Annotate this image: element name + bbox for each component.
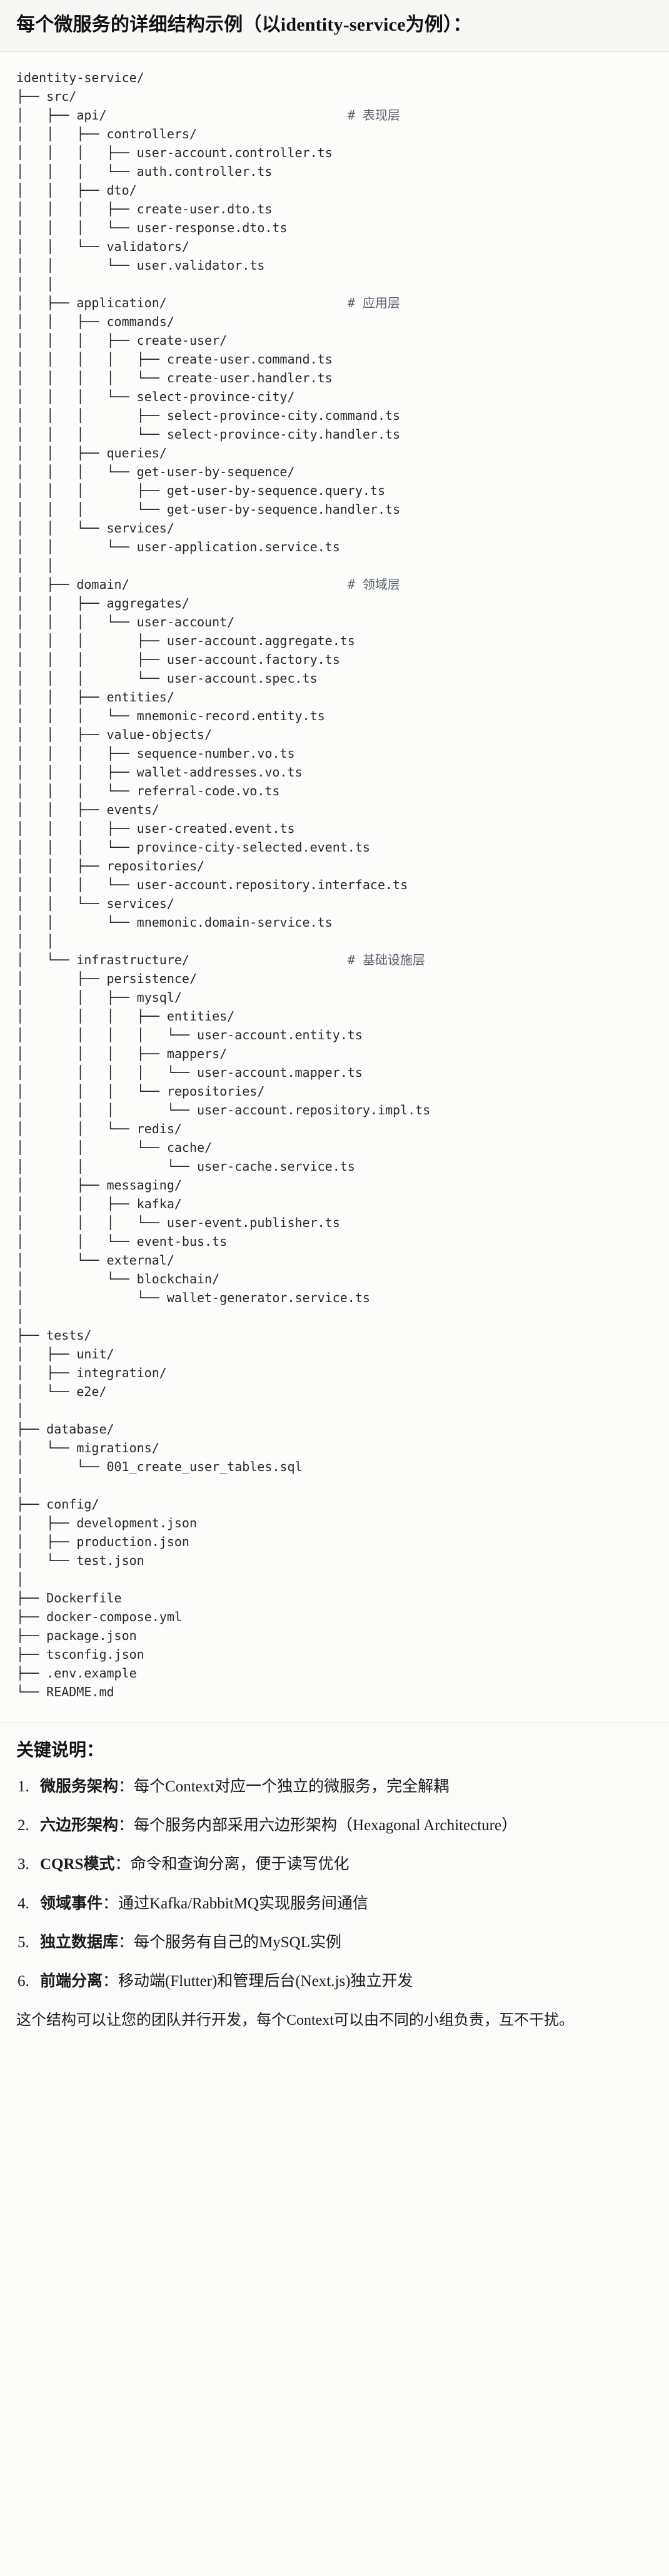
key-note-description: ：每个服务内部采用六边形架构（Hexagonal Architecture） <box>118 1817 518 1835</box>
key-note-item: CQRS模式：命令和查询分离，便于读写优化 <box>16 1853 653 1876</box>
key-note-item: 微服务架构：每个Context对应一个独立的微服务，完全解耦 <box>16 1776 653 1799</box>
key-notes-list: 微服务架构：每个Context对应一个独立的微服务，完全解耦六边形架构：每个服务… <box>16 1776 653 1993</box>
tree-layer-comment: # 领域层 <box>347 576 400 592</box>
document-heading: 每个微服务的详细结构示例（以identity-service为例）： <box>0 0 669 52</box>
key-note-item: 前端分离：移动端(Flutter)和管理后台(Next.js)独立开发 <box>16 1970 653 1993</box>
key-note-term: CQRS模式 <box>40 1856 115 1873</box>
key-notes-title: 关键说明： <box>16 1740 104 1760</box>
key-note-term: 六边形架构 <box>40 1817 119 1835</box>
tree-layer-comment: # 表现层 <box>347 107 400 123</box>
tree-layer-comment: # 基础设施层 <box>347 952 425 967</box>
document-page: 每个微服务的详细结构示例（以identity-service为例）： ident… <box>0 0 669 2050</box>
key-note-term: 领域事件 <box>40 1895 103 1912</box>
key-notes-block: 关键说明： 微服务架构：每个Context对应一个独立的微服务，完全解耦六边形架… <box>0 1723 669 2051</box>
directory-tree-block: identity-service/ ├── src/ │ ├── api/ # … <box>0 51 669 1723</box>
key-note-term: 前端分离 <box>40 1973 103 1990</box>
key-note-item: 六边形架构：每个服务内部采用六边形架构（Hexagonal Architectu… <box>16 1815 653 1838</box>
key-note-description: ：通过Kafka/RabbitMQ实现服务间通信 <box>103 1895 368 1912</box>
key-note-description: ：每个Context对应一个独立的微服务，完全解耦 <box>118 1778 450 1795</box>
key-note-term: 独立数据库 <box>40 1933 119 1951</box>
key-note-description: ：每个服务有自己的MySQL实例 <box>118 1933 341 1951</box>
key-note-description: ：命令和查询分离，便于读写优化 <box>114 1856 350 1873</box>
page-title: 每个微服务的详细结构示例（以identity-service为例）： <box>16 14 472 35</box>
directory-tree: identity-service/ ├── src/ │ ├── api/ # … <box>16 69 431 1699</box>
key-note-item: 领域事件：通过Kafka/RabbitMQ实现服务间通信 <box>16 1893 653 1916</box>
tree-layer-comment: # 应用层 <box>347 295 400 310</box>
closing-paragraph: 这个结构可以让您的团队并行开发，每个Context可以由不同的小组负责，互不干扰… <box>16 2012 574 2029</box>
key-note-item: 独立数据库：每个服务有自己的MySQL实例 <box>16 1932 653 1955</box>
key-note-term: 微服务架构 <box>40 1778 119 1795</box>
key-note-description: ：移动端(Flutter)和管理后台(Next.js)独立开发 <box>103 1973 413 1990</box>
